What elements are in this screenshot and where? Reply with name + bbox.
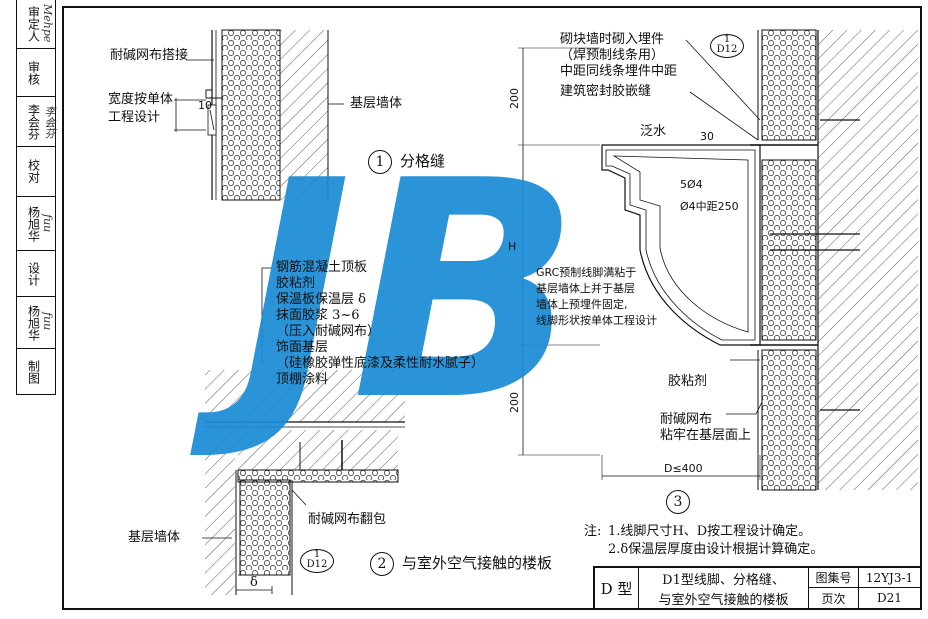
note-embed-3: 中距同线条埋件中距 [560,64,678,79]
atlas-value: 12YJ3-1 [859,568,920,588]
layer-6: 饰面基层 [276,340,329,355]
sidebar-role-2: 审核 [26,61,41,85]
base-wall-label-1: 基层墙体 [350,96,403,111]
rebar-5-label: 5Ø4 [680,178,703,191]
layer-8: 顶棚涂料 [276,372,329,387]
title-block: D 型 D1型线脚、分格缝、 与室外空气接触的楼板 图集号 12YJ3-1 页次… [593,566,922,610]
page-value: D21 [877,591,902,605]
sidebar-role-6: 设计 [26,262,41,286]
ref-3-bottom: D12 [716,44,738,55]
signature-1: Mehpe [41,4,54,43]
dim-10-label: 10 [198,99,212,112]
page-label: 页次 [809,588,859,608]
drawing-frame [62,6,922,610]
signature-7: fuu [41,312,54,331]
sidebar-name-7: 杨旭华 [26,305,41,341]
dim-d-label: D≤400 [664,462,703,475]
layer-1: 钢筋混凝土顶板 [276,260,368,275]
dim-200-bottom: 200 [508,392,521,413]
detail-3-graphic [518,29,918,491]
type-cell: D 型 [595,568,639,608]
mesh-wrap-label: 耐碱网布翻包 [308,512,387,527]
sidebar-role-4: 校对 [26,159,41,183]
mesh-note-2: 粘牢在基层面上 [660,428,752,443]
jb-watermark: JB [188,117,580,466]
sidebar-name-3: 李会芬 [26,104,41,140]
sidebar-name-1: 审定人 [26,6,41,42]
detail-2-graphic [202,267,405,595]
delta-dim-label: δ [250,575,258,590]
mesh-lap-label: 耐碱网布搭接 [110,48,189,63]
note-embed-1: 砌块墙时砌入埋件 [560,32,665,47]
watermark-text: JB [188,117,580,466]
layer-3: 保温板保温层 δ [276,292,366,307]
layer-7: （硅橡胶弹性底漆及柔性耐水腻子） [276,356,485,371]
detail-1-graphic [174,29,344,201]
ref-2-top: 1 [313,549,321,560]
signature-5: fuu [41,214,54,233]
note-1: 1.线脚尺寸H、D按工程设计确定。 [608,524,812,539]
note-sealant: 建筑密封胶嵌缝 [560,84,652,99]
detail-1-title: 分格缝 [400,152,446,170]
rebar-spacing-label: Ø4中距250 [680,200,739,213]
layer-4: 抹面胶浆 3~6 [276,308,360,323]
layer-5: （压入耐碱网布） [276,324,381,339]
grc-note-4: 线脚形状按单体工程设计 [536,314,657,327]
base-wall-label-2: 基层墙体 [128,530,181,545]
detail-2-title: 与室外空气接触的楼板 [402,554,553,572]
title-line-2: 与室外空气接触的楼板 [639,588,809,608]
dim-30-label: 30 [700,130,714,143]
detail-2-number: 2 [370,552,394,576]
mesh-note-1: 耐碱网布 [660,412,713,427]
notes-prefix: 注: [584,524,602,539]
atlas-label: 图集号 [809,568,859,588]
note-embed-2: （焊预制线条用） [560,48,665,63]
width-label-1: 宽度按单体 [108,92,174,107]
adhesive-label: 胶粘剂 [668,374,708,389]
grc-note-1: GRC预制线脚满粘于 [536,266,637,279]
width-label-2: 工程设计 [108,110,161,125]
signature-strip: 审定人 审核 李会芬 校对 杨旭华 设计 杨旭华 制图 Mehpe 李会芬 fu… [16,0,56,395]
dim-h-label: H [508,240,517,253]
detail-3-number: 3 [666,490,690,514]
title-line-1: D1型线脚、分格缝、 [639,568,809,588]
sidebar-role-8: 制图 [26,360,41,384]
dim-200-top: 200 [508,88,521,109]
note-2: 2.δ保温层厚度由设计根据计算确定。 [608,542,824,557]
detail-1-number: 1 [368,150,392,174]
grc-note-2: 基层墙体上并于基层 [536,282,635,295]
signature-3: 李会芬 [43,106,56,139]
layer-2: 胶粘剂 [276,276,316,291]
ref-3-top: 1 [723,34,731,45]
ref-2-bottom: D12 [306,559,328,570]
grc-note-3: 墙体上预埋件固定, [536,298,628,311]
sidebar-name-5: 杨旭华 [26,206,41,242]
flashing-label: 泛水 [640,124,667,139]
